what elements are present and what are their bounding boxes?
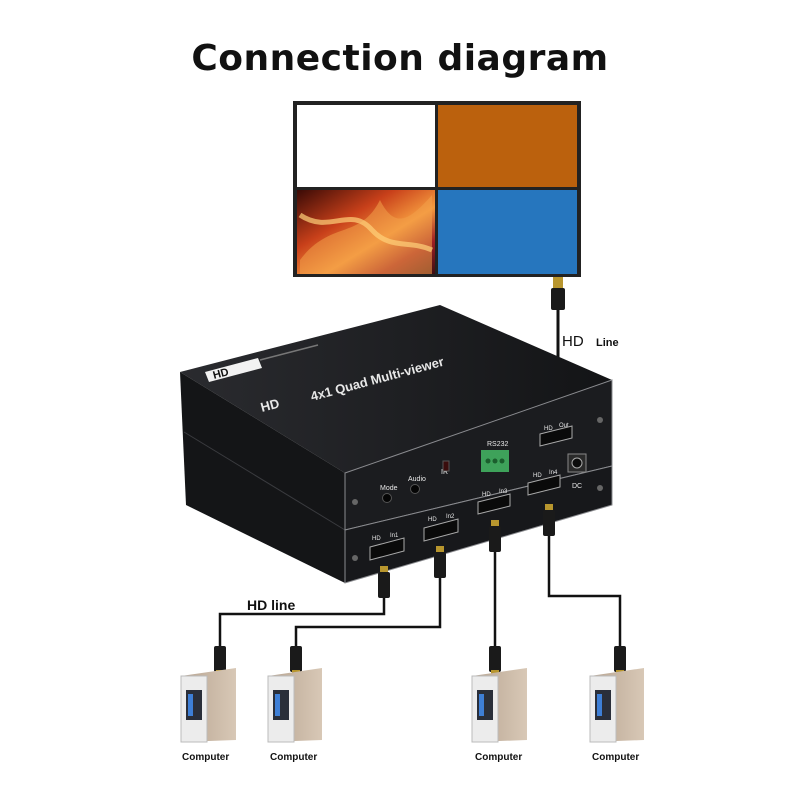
quad-top-right <box>438 105 577 187</box>
cable-plug <box>543 510 555 536</box>
computer-4 <box>589 668 644 743</box>
output-cable-label: HD <box>562 333 584 350</box>
screw <box>352 555 358 561</box>
cable-wire <box>294 578 442 650</box>
in1-label: In1 <box>390 533 399 539</box>
device-left-side <box>180 372 345 583</box>
out-port-label: Out <box>559 423 569 429</box>
hdmi-in3-port[interactable] <box>477 493 511 515</box>
cable-plug <box>378 572 390 598</box>
in4-label: In4 <box>549 470 558 476</box>
cable-connector-top <box>553 277 563 293</box>
cable-wire <box>218 598 386 650</box>
device-logo: HD <box>212 366 231 382</box>
hdmi-out-port[interactable] <box>539 425 573 447</box>
device-front-lower <box>344 465 613 584</box>
computer-label-4: Computer <box>592 752 639 763</box>
screw <box>352 499 358 505</box>
computer-2 <box>267 668 322 743</box>
cable-plug <box>489 526 501 552</box>
cable-plug <box>290 646 302 672</box>
quad-top-left <box>297 105 435 187</box>
computer-front <box>267 675 295 743</box>
page-title: Connection diagram <box>191 38 609 79</box>
ir-sensor <box>442 460 450 472</box>
cable-connector <box>545 504 553 512</box>
in1-label-hd: HD <box>372 536 381 542</box>
in2-label-hd: HD <box>428 517 437 523</box>
device-top-face <box>180 305 612 473</box>
computer-1 <box>180 668 236 743</box>
computer-label-2: Computer <box>270 752 317 763</box>
in4-label-hd: HD <box>533 473 542 479</box>
cable-connector <box>436 546 444 554</box>
hdmi-in1-port[interactable] <box>369 537 405 561</box>
in2-label: In2 <box>446 514 455 520</box>
screw <box>597 485 603 491</box>
mode-button[interactable] <box>382 493 392 503</box>
computer-label-1: Computer <box>182 752 229 763</box>
screw <box>597 417 603 423</box>
monitor <box>293 101 581 277</box>
cable-connector <box>380 566 388 574</box>
cable-plug <box>214 646 226 672</box>
computer-led <box>275 694 280 716</box>
ir-label: IR <box>441 469 448 476</box>
computer-led <box>479 694 484 716</box>
rs232-label: RS232 <box>487 441 509 448</box>
terminal-screw <box>499 458 505 464</box>
dc-label: DC <box>572 483 582 490</box>
computer-3 <box>471 668 527 743</box>
audio-button[interactable] <box>410 484 420 494</box>
cable-connector <box>491 520 499 528</box>
cable-plug-top <box>551 288 565 310</box>
image-swirl <box>300 195 432 274</box>
input-cable-3 <box>489 520 501 678</box>
hdmi-in4-port[interactable] <box>527 474 561 496</box>
terminal-screw <box>485 458 491 464</box>
computer-led <box>597 694 602 716</box>
hdmi-in2-port[interactable] <box>423 518 459 542</box>
mode-label: Mode <box>380 485 398 492</box>
in3-label: In3 <box>499 489 508 495</box>
logo-tagline <box>259 344 319 361</box>
computer-label-3: Computer <box>475 752 522 763</box>
cable-plug <box>489 646 501 672</box>
image-swirl-line <box>298 212 434 253</box>
cable-plug <box>434 552 446 578</box>
device-name-prefix: HD <box>259 396 281 415</box>
audio-label: Audio <box>408 476 426 483</box>
input-cable-2 <box>290 546 446 678</box>
terminal-screw <box>492 458 498 464</box>
input-cable-4 <box>543 504 626 678</box>
dc-jack-hole <box>571 457 583 469</box>
cable-plug <box>614 646 626 672</box>
multiviewer-device: HD HD 4x1 Quad Multi-viewer Mode Audio I… <box>180 305 613 584</box>
output-cable-label-suffix: Line <box>596 337 619 349</box>
device-seam <box>183 431 346 531</box>
cable-wire <box>547 536 622 650</box>
device-logo-badge <box>205 358 262 382</box>
in3-label-hd: HD <box>482 492 491 498</box>
quad-bottom-right <box>438 190 577 274</box>
out-port-label-hd: HD <box>544 426 553 432</box>
computer-led <box>188 694 193 716</box>
input-cable-label: HD line <box>247 597 295 613</box>
